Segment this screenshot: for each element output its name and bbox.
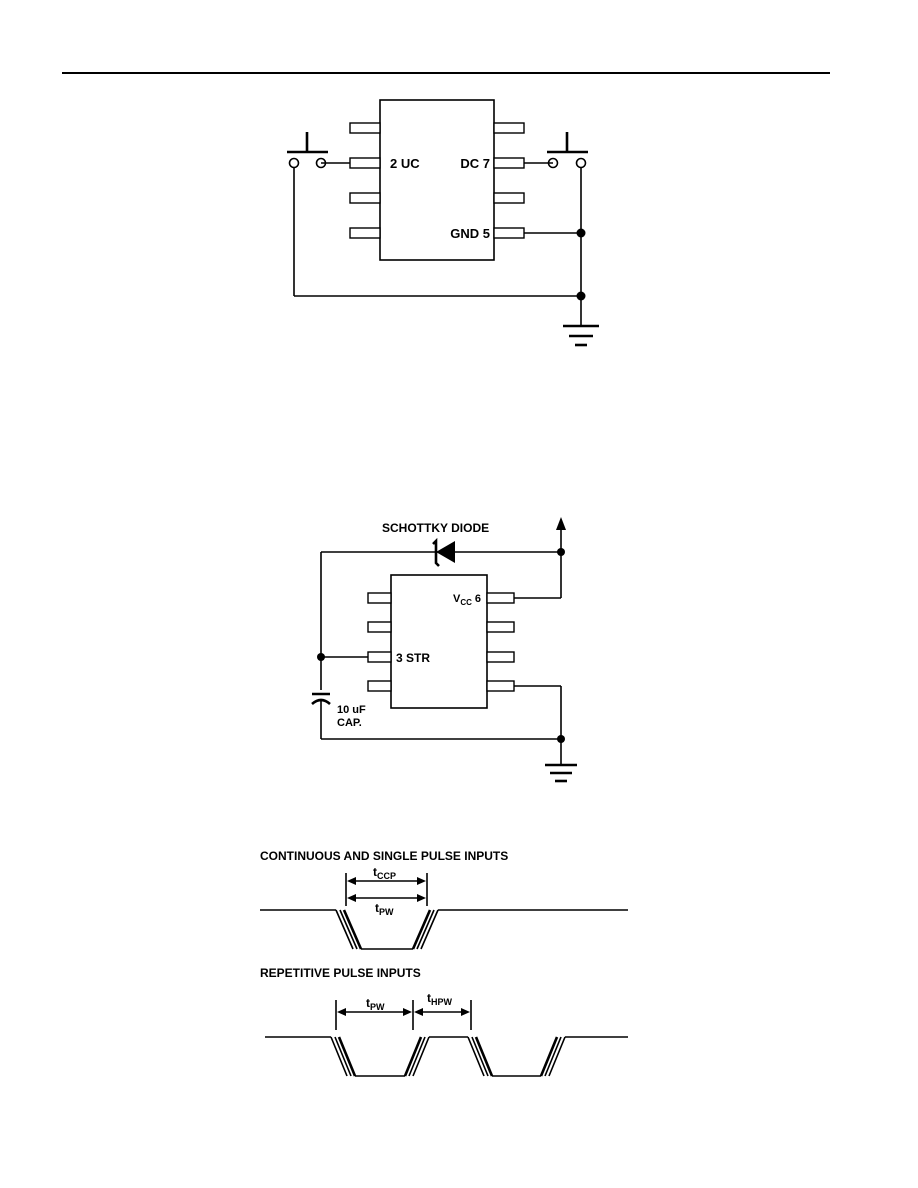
- ic2-pin-6: [486, 651, 515, 663]
- thpw-t: t: [427, 991, 431, 1005]
- ic2-pin-1: [367, 592, 392, 604]
- repetitive-pulse-title: REPETITIVE PULSE INPUTS: [260, 966, 421, 980]
- pin-label-gnd-5: GND 5: [450, 226, 490, 241]
- junction-dot: [317, 653, 325, 661]
- schottky-diode-symbol: [432, 537, 455, 567]
- capacitor-symbol: [311, 692, 331, 739]
- ic-package-2: [390, 574, 488, 709]
- figure1-test-circuit: 2 UC DC 7 GND 5: [287, 99, 599, 347]
- tccp-subscript: CCP: [377, 871, 396, 881]
- ic2-pin-2: [367, 621, 392, 633]
- ic-package-1: [379, 99, 495, 261]
- continuous-single-pulse-title: CONTINUOUS AND SINGLE PULSE INPUTS: [260, 849, 508, 863]
- pushbutton-switch-right: [524, 132, 588, 326]
- ic1-pin-4: [349, 227, 381, 239]
- ic1-pin-6: [493, 192, 525, 204]
- tpw1-t: t: [375, 901, 379, 915]
- thpw-subscript: HPW: [431, 997, 453, 1007]
- vcc-subscript: CC: [460, 598, 472, 607]
- ic1-pin-7: [493, 157, 525, 169]
- pin-label-2-uc: 2 UC: [390, 156, 420, 171]
- tpw1-subscript: PW: [379, 907, 394, 917]
- ic1-pin-8: [493, 122, 525, 134]
- ic2-pin-5: [486, 680, 515, 692]
- pushbutton-switch-left: [287, 132, 350, 296]
- capacitor-cap-label: CAP.: [337, 717, 362, 729]
- tccp-t: t: [373, 865, 377, 879]
- ground-symbol-2: [545, 763, 577, 783]
- ic2-pin-7: [486, 621, 515, 633]
- tpw2-t: t: [366, 996, 370, 1010]
- ic2-pin-8: [486, 592, 515, 604]
- vcc-pin-number: 6: [475, 593, 481, 605]
- single-pulse-waveform: [260, 909, 628, 950]
- ic1-pin-5: [493, 227, 525, 239]
- ic1-pin-2: [349, 157, 381, 169]
- ic2-pin-3: [367, 651, 392, 663]
- junction-dot: [576, 291, 586, 301]
- repetitive-dimensions: [335, 1000, 472, 1030]
- ic2-pin-4: [367, 680, 392, 692]
- tpw-label-1: tPW: [375, 901, 394, 917]
- junction-dot: [557, 735, 565, 743]
- figure3-pulse-timing: CONTINUOUS AND SINGLE PULSE INPUTS tCCP …: [260, 849, 628, 1077]
- str-pin-label: 3 STR: [396, 651, 430, 665]
- pin-label-dc-7: DC 7: [460, 156, 490, 171]
- repetitive-pulse-waveform: [265, 1036, 628, 1077]
- schottky-diode-label: SCHOTTKY DIODE: [382, 521, 489, 535]
- tpw2-subscript: PW: [370, 1002, 385, 1012]
- tccp-label: tCCP: [373, 865, 396, 881]
- capacitor-value-label: 10 uF: [337, 704, 366, 716]
- tpw-dimension-1: [347, 894, 426, 902]
- ground-symbol-1: [563, 324, 599, 347]
- tccp-dimension: [345, 873, 428, 906]
- ic1-pin-1: [349, 122, 381, 134]
- junction-dot: [576, 228, 586, 238]
- supply-arrow: [556, 517, 566, 598]
- ic1-pin-3: [349, 192, 381, 204]
- tpw-label-2: tPW: [366, 996, 385, 1012]
- vcc-main: V: [453, 593, 461, 605]
- thpw-label: tHPW: [427, 991, 453, 1007]
